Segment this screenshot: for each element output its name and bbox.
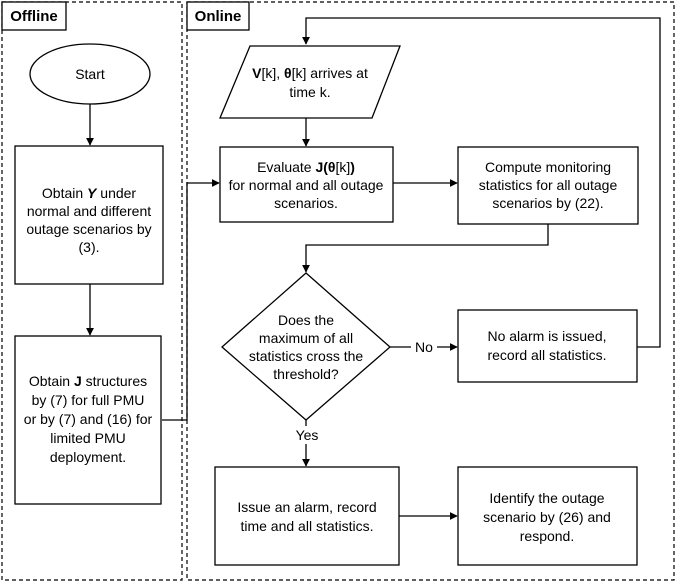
edge-compute-to-decision bbox=[302, 224, 549, 273]
input-node bbox=[219, 45, 401, 119]
input-line-2: time k. bbox=[289, 84, 330, 100]
evaluate-node bbox=[219, 146, 394, 223]
no-alarm-node bbox=[457, 309, 638, 383]
decision-line-2: maximum of all bbox=[259, 330, 353, 346]
compute-line-1: Compute monitoring bbox=[485, 159, 611, 175]
compute-node bbox=[457, 146, 639, 225]
evaluate-line-1: Evaluate J(θ[k]) bbox=[257, 159, 355, 175]
no-alarm-line-1: No alarm is issued, bbox=[487, 328, 606, 344]
obtain-j-line-3: or by (7) and (16) for bbox=[24, 411, 153, 427]
edge-obtain-j-to-evaluate bbox=[162, 179, 220, 421]
no-alarm-line-2: record all statistics. bbox=[487, 347, 606, 363]
identify-line-1: Identify the outage bbox=[489, 490, 604, 506]
alarm-node bbox=[214, 466, 400, 566]
obtain-j-node bbox=[14, 335, 162, 505]
obtain-y-node bbox=[14, 145, 164, 285]
obtain-j-line-1: Obtain J structures bbox=[29, 373, 147, 389]
edge-label-yes-bg bbox=[290, 426, 324, 444]
alarm-line-1: Issue an alarm, record bbox=[237, 499, 376, 515]
edge-label-no: No bbox=[415, 339, 433, 355]
decision-line-1: Does the bbox=[278, 312, 334, 328]
decision-node bbox=[221, 272, 391, 421]
obtain-j-line-4: limited PMU bbox=[50, 430, 125, 446]
obtain-j-line-5: deployment. bbox=[50, 449, 126, 465]
obtain-y-line-4: (3). bbox=[79, 239, 100, 255]
start-node bbox=[29, 43, 151, 105]
decision-line-3: statistics cross the bbox=[249, 348, 364, 364]
obtain-y-line-3: outage scenarios by bbox=[26, 221, 151, 237]
online-panel-title: Online bbox=[195, 8, 242, 25]
evaluate-line-3: scenarios. bbox=[274, 195, 338, 211]
offline-panel-header bbox=[1, 1, 67, 31]
obtain-j-line-2: by (7) for full PMU bbox=[32, 392, 145, 408]
decision-line-4: threshold? bbox=[273, 366, 339, 382]
edge-label-no-bg bbox=[411, 338, 437, 356]
edge-label-yes: Yes bbox=[296, 427, 319, 443]
identify-line-2: scenario by (26) and bbox=[483, 509, 611, 525]
edge-loop-to-input bbox=[302, 17, 661, 348]
start-label: Start bbox=[75, 66, 105, 82]
obtain-y-line-2: normal and different bbox=[27, 203, 151, 219]
identify-line-3: respond. bbox=[520, 528, 574, 544]
obtain-y-line-1: Obtain Y under bbox=[42, 185, 137, 201]
alarm-line-2: time and all statistics. bbox=[240, 518, 373, 534]
offline-panel bbox=[1, 1, 183, 581]
evaluate-line-2: for normal and all outage bbox=[229, 177, 384, 193]
compute-line-2: statistics for all outage bbox=[479, 177, 618, 193]
input-line-1: V[k], θ[k] arrives at bbox=[252, 65, 368, 81]
identify-node bbox=[457, 466, 638, 566]
offline-panel-title: Offline bbox=[10, 8, 58, 25]
online-panel-header bbox=[186, 1, 250, 31]
compute-line-3: scenarios by (22). bbox=[492, 195, 603, 211]
